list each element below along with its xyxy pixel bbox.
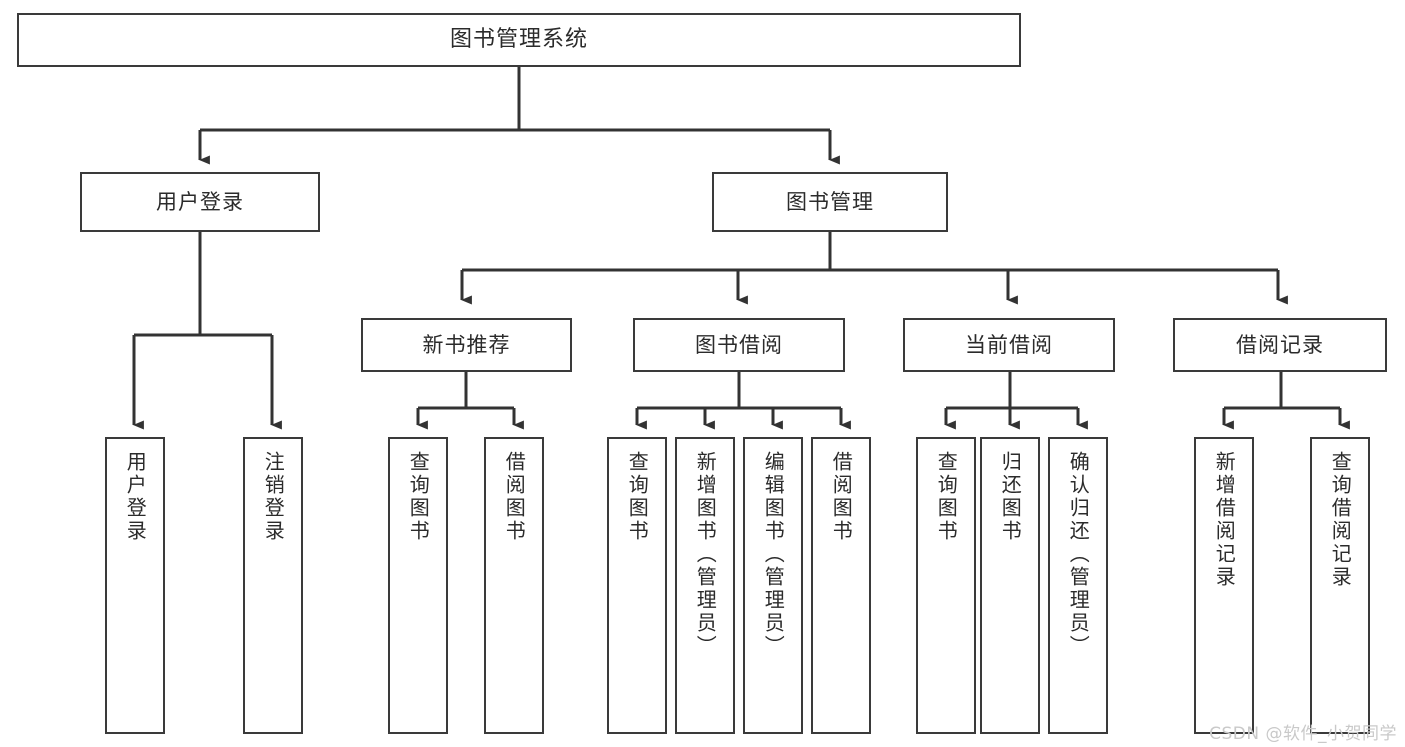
leaf-book-borrow-4-label: 借阅图书 xyxy=(829,451,854,543)
node-new-book-recommend-label: 新书推荐 xyxy=(422,332,511,357)
node-borrow-record[interactable]: 借阅记录 xyxy=(1173,318,1387,372)
node-root[interactable]: 图书管理系统 xyxy=(17,13,1021,67)
leaf-book-borrow-3-label: 编辑图书（管理员） xyxy=(761,451,786,658)
leaf-current-borrow-1-label: 查询图书 xyxy=(934,451,959,543)
node-book-borrow-label: 图书借阅 xyxy=(695,332,783,357)
leaf-new-book-1[interactable]: 查询图书 xyxy=(388,437,448,734)
node-root-label: 图书管理系统 xyxy=(449,27,588,53)
leaf-current-borrow-2-label: 归还图书 xyxy=(998,451,1023,543)
leaf-borrow-record-1[interactable]: 新增借阅记录 xyxy=(1194,437,1254,734)
leaf-book-borrow-4[interactable]: 借阅图书 xyxy=(811,437,871,734)
leaf-borrow-record-2-label: 查询借阅记录 xyxy=(1328,451,1353,589)
node-borrow-record-label: 借阅记录 xyxy=(1236,332,1324,357)
node-current-borrow[interactable]: 当前借阅 xyxy=(903,318,1115,372)
leaf-borrow-record-2[interactable]: 查询借阅记录 xyxy=(1310,437,1370,734)
node-book-management[interactable]: 图书管理 xyxy=(712,172,948,232)
leaf-book-borrow-2[interactable]: 新增图书（管理员） xyxy=(675,437,735,734)
node-book-borrow[interactable]: 图书借阅 xyxy=(633,318,845,372)
leaf-user-login-1-label: 用户登录 xyxy=(123,451,148,543)
leaf-book-borrow-3[interactable]: 编辑图书（管理员） xyxy=(743,437,803,734)
leaf-new-book-1-label: 查询图书 xyxy=(406,451,431,543)
node-current-borrow-label: 当前借阅 xyxy=(965,332,1053,357)
leaf-current-borrow-3[interactable]: 确认归还（管理员） xyxy=(1048,437,1108,734)
leaf-current-borrow-2[interactable]: 归还图书 xyxy=(980,437,1040,734)
leaf-new-book-2-label: 借阅图书 xyxy=(502,451,527,543)
leaf-borrow-record-1-label: 新增借阅记录 xyxy=(1212,451,1237,589)
leaf-user-login-2[interactable]: 注销登录 xyxy=(243,437,303,734)
leaf-book-borrow-1-label: 查询图书 xyxy=(625,451,650,543)
leaf-user-login-2-label: 注销登录 xyxy=(261,451,286,543)
leaf-book-borrow-2-label: 新增图书（管理员） xyxy=(693,451,718,658)
node-new-book-recommend[interactable]: 新书推荐 xyxy=(361,318,572,372)
node-user-login-label: 用户登录 xyxy=(156,189,244,214)
leaf-new-book-2[interactable]: 借阅图书 xyxy=(484,437,544,734)
leaf-user-login-1[interactable]: 用户登录 xyxy=(105,437,165,734)
node-book-management-label: 图书管理 xyxy=(786,189,874,214)
leaf-current-borrow-3-label: 确认归还（管理员） xyxy=(1066,451,1091,658)
node-user-login[interactable]: 用户登录 xyxy=(80,172,320,232)
leaf-current-borrow-1[interactable]: 查询图书 xyxy=(916,437,976,734)
leaf-book-borrow-1[interactable]: 查询图书 xyxy=(607,437,667,734)
